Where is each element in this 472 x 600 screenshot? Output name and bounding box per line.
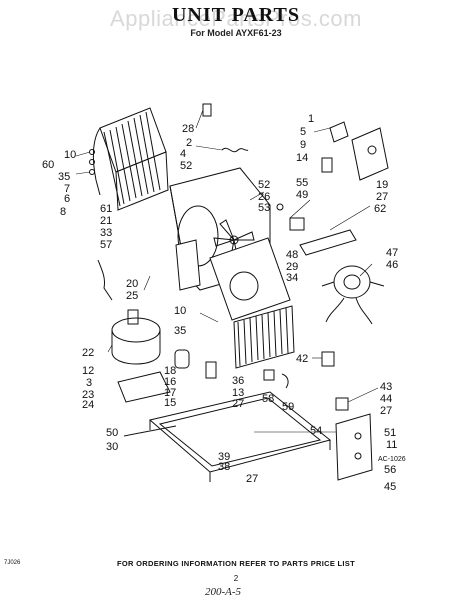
capacitor — [321, 351, 335, 367]
screw-55 — [276, 203, 284, 211]
condenser-coil — [89, 107, 169, 211]
ordering-instruction: FOR ORDERING INFORMATION REFER TO PARTS … — [117, 559, 355, 568]
part-58 — [263, 369, 275, 381]
callout-15: 15 — [164, 397, 176, 409]
callout-46: 46 — [386, 259, 398, 271]
rail-50 — [123, 425, 177, 437]
callout-16: 16 — [164, 376, 176, 388]
callout-24: 24 — [82, 399, 94, 411]
callout-20: 20 — [126, 278, 138, 290]
callout-25: 25 — [126, 290, 138, 302]
callout-47: 47 — [386, 247, 398, 259]
callout-60: 60 — [42, 159, 54, 171]
callout-23: 23 — [82, 389, 94, 401]
callout-26: 26 — [258, 191, 270, 203]
callout-45: 45 — [384, 481, 396, 493]
callout-44: 44 — [380, 393, 392, 405]
callout-43: 43 — [380, 381, 392, 393]
callout-35: 35 — [174, 325, 186, 337]
bracket-28 — [202, 103, 212, 117]
motor-mount — [289, 217, 305, 231]
callout-27: 27 — [232, 398, 244, 410]
callout-21: 21 — [100, 215, 112, 227]
callout-39: 39 — [218, 451, 230, 463]
callout-22: 22 — [82, 347, 94, 359]
callout-42: 42 — [296, 353, 308, 365]
callout-14: 14 — [296, 152, 308, 164]
callout-17: 17 — [164, 387, 176, 399]
callout-9: 9 — [300, 139, 306, 151]
spring-clip — [221, 147, 249, 153]
callout-4: 4 — [180, 148, 186, 160]
part-59 — [281, 373, 289, 389]
grommet-18 — [174, 349, 190, 369]
model-subtitle: For Model AYXF61-23 — [190, 28, 282, 38]
callout-58: 58 — [262, 393, 274, 405]
callout-18: 18 — [164, 365, 176, 377]
part-36 — [205, 361, 217, 379]
callout-52: 52 — [258, 179, 270, 191]
callout-27: 27 — [380, 405, 392, 417]
callout-27: 27 — [246, 473, 258, 485]
callout-12: 12 — [82, 365, 94, 377]
callout-52: 52 — [180, 160, 192, 172]
callout-29: 29 — [286, 261, 298, 273]
callout-28: 28 — [182, 123, 194, 135]
callout-34: 34 — [286, 272, 298, 284]
callout-10: 10 — [174, 305, 186, 317]
compressor — [97, 259, 161, 365]
callout-3: 3 — [86, 377, 92, 389]
callout-7: 7 — [64, 183, 70, 195]
compressor-mount-plate — [117, 371, 171, 403]
partition-panel — [209, 237, 291, 321]
insulation-strip — [299, 229, 357, 256]
fan-motor — [321, 265, 385, 325]
callout-48: 48 — [286, 249, 298, 261]
callout-13: 13 — [232, 387, 244, 399]
callout-30: 30 — [106, 441, 118, 453]
callout-11: 11 — [386, 439, 397, 451]
control-bracket — [321, 121, 389, 181]
handwritten-note: 200-A-5 — [205, 586, 242, 598]
callout-49: 49 — [296, 189, 308, 201]
callout-51: 51 — [384, 427, 396, 439]
callout-59: 59 — [282, 401, 294, 413]
base-pan — [148, 391, 332, 482]
callout-54: 54 — [310, 425, 322, 437]
callout-61: 61 — [100, 203, 112, 215]
callout-50: 50 — [106, 427, 118, 439]
watermark: AppliancePartsPros.com — [110, 6, 362, 31]
callout-10: 10 — [64, 149, 76, 161]
callout-56: 56 — [384, 464, 396, 476]
callout-57: 57 — [100, 239, 112, 251]
callout-53: 53 — [258, 202, 270, 214]
callout-1: 1 — [308, 113, 314, 125]
diagram-code: AC-1026 — [378, 456, 406, 463]
evaporator-coil — [233, 305, 295, 369]
page-title: UNIT PARTS — [171, 4, 301, 26]
control-panel — [335, 397, 373, 481]
callout-38: 38 — [218, 461, 230, 473]
page-number: 2 — [233, 574, 239, 583]
callout-55: 55 — [296, 177, 308, 189]
callout-5: 5 — [300, 126, 306, 138]
callout-8: 8 — [60, 206, 66, 218]
callout-6: 6 — [64, 193, 70, 205]
callout-62: 62 — [374, 203, 386, 215]
callout-35: 35 — [58, 171, 70, 183]
callout-27: 27 — [376, 191, 388, 203]
callout-33: 33 — [100, 227, 112, 239]
left-code: 7J026 — [4, 560, 21, 566]
callout-2: 2 — [186, 137, 192, 149]
callout-19: 19 — [376, 179, 388, 191]
callout-36: 36 — [232, 375, 244, 387]
